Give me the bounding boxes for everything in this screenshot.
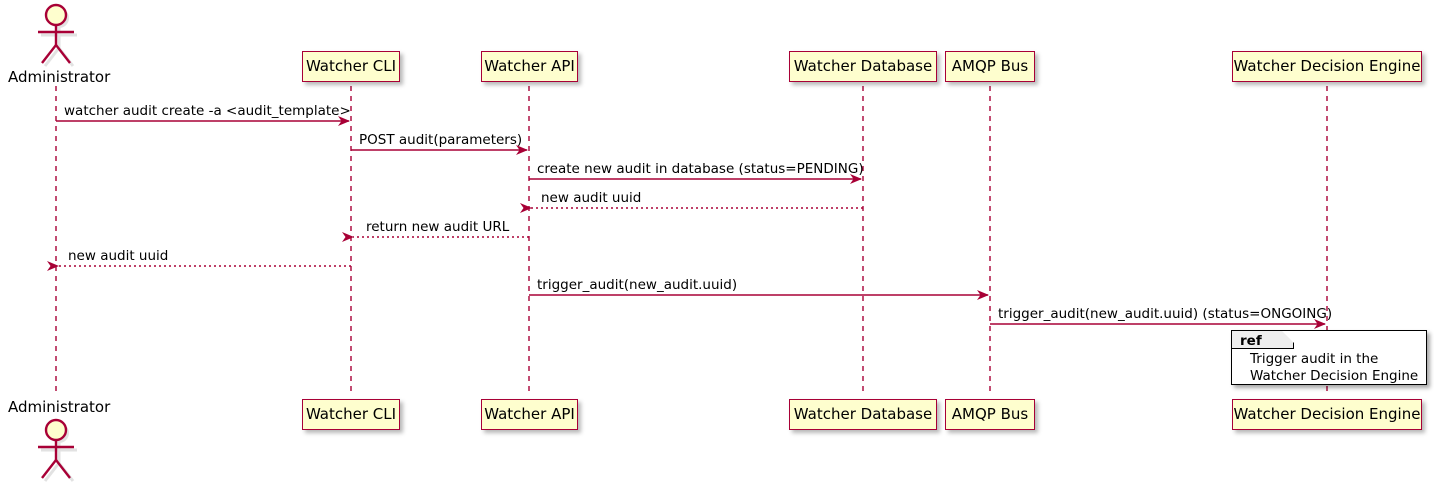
actor-administrator-bottom-glyph xyxy=(38,418,77,482)
participant-box-watcher-decision-engine-bottom[interactable]: Watcher Decision Engine xyxy=(1232,399,1422,430)
participant-box-watcher-cli-bottom[interactable]: Watcher CLI xyxy=(302,399,400,430)
actor-label-administrator-bottom: Administrator xyxy=(8,398,111,416)
ref-fragment: ref Trigger audit in the Watcher Decisio… xyxy=(1231,330,1427,385)
actor-label-administrator-top: Administrator xyxy=(8,68,111,86)
message-label-8: trigger_audit(new_audit.uuid) (status=ON… xyxy=(998,306,1333,322)
ref-fragment-tab-label: ref xyxy=(1240,333,1262,349)
ref-fragment-body: Trigger audit in the Watcher Decision En… xyxy=(1250,351,1419,384)
actor-administrator-top-glyph xyxy=(38,3,77,67)
message-label-6: new audit uuid xyxy=(68,248,169,264)
participant-box-watcher-api-top[interactable]: Watcher API xyxy=(481,51,578,82)
message-label-1: watcher audit create -a <audit_template> xyxy=(64,103,351,119)
participant-box-amqp-bus-top[interactable]: AMQP Bus xyxy=(945,51,1035,82)
participant-box-amqp-bus-bottom[interactable]: AMQP Bus xyxy=(945,399,1035,430)
participant-box-watcher-api-bottom[interactable]: Watcher API xyxy=(481,399,578,430)
participant-box-watcher-decision-engine-top[interactable]: Watcher Decision Engine xyxy=(1232,51,1422,82)
message-label-5: return new audit URL xyxy=(366,219,510,235)
lifelines xyxy=(55,86,1328,396)
message-label-3: create new audit in database (status=PEN… xyxy=(537,161,864,177)
participant-box-watcher-database-top[interactable]: Watcher Database xyxy=(789,51,937,82)
message-label-4: new audit uuid xyxy=(541,190,642,206)
message-label-2: POST audit(parameters) xyxy=(359,132,523,148)
participant-box-watcher-database-bottom[interactable]: Watcher Database xyxy=(789,399,937,430)
message-arrows xyxy=(47,116,1326,329)
message-label-7: trigger_audit(new_audit.uuid) xyxy=(537,277,738,293)
participant-box-watcher-cli-top[interactable]: Watcher CLI xyxy=(302,51,400,82)
